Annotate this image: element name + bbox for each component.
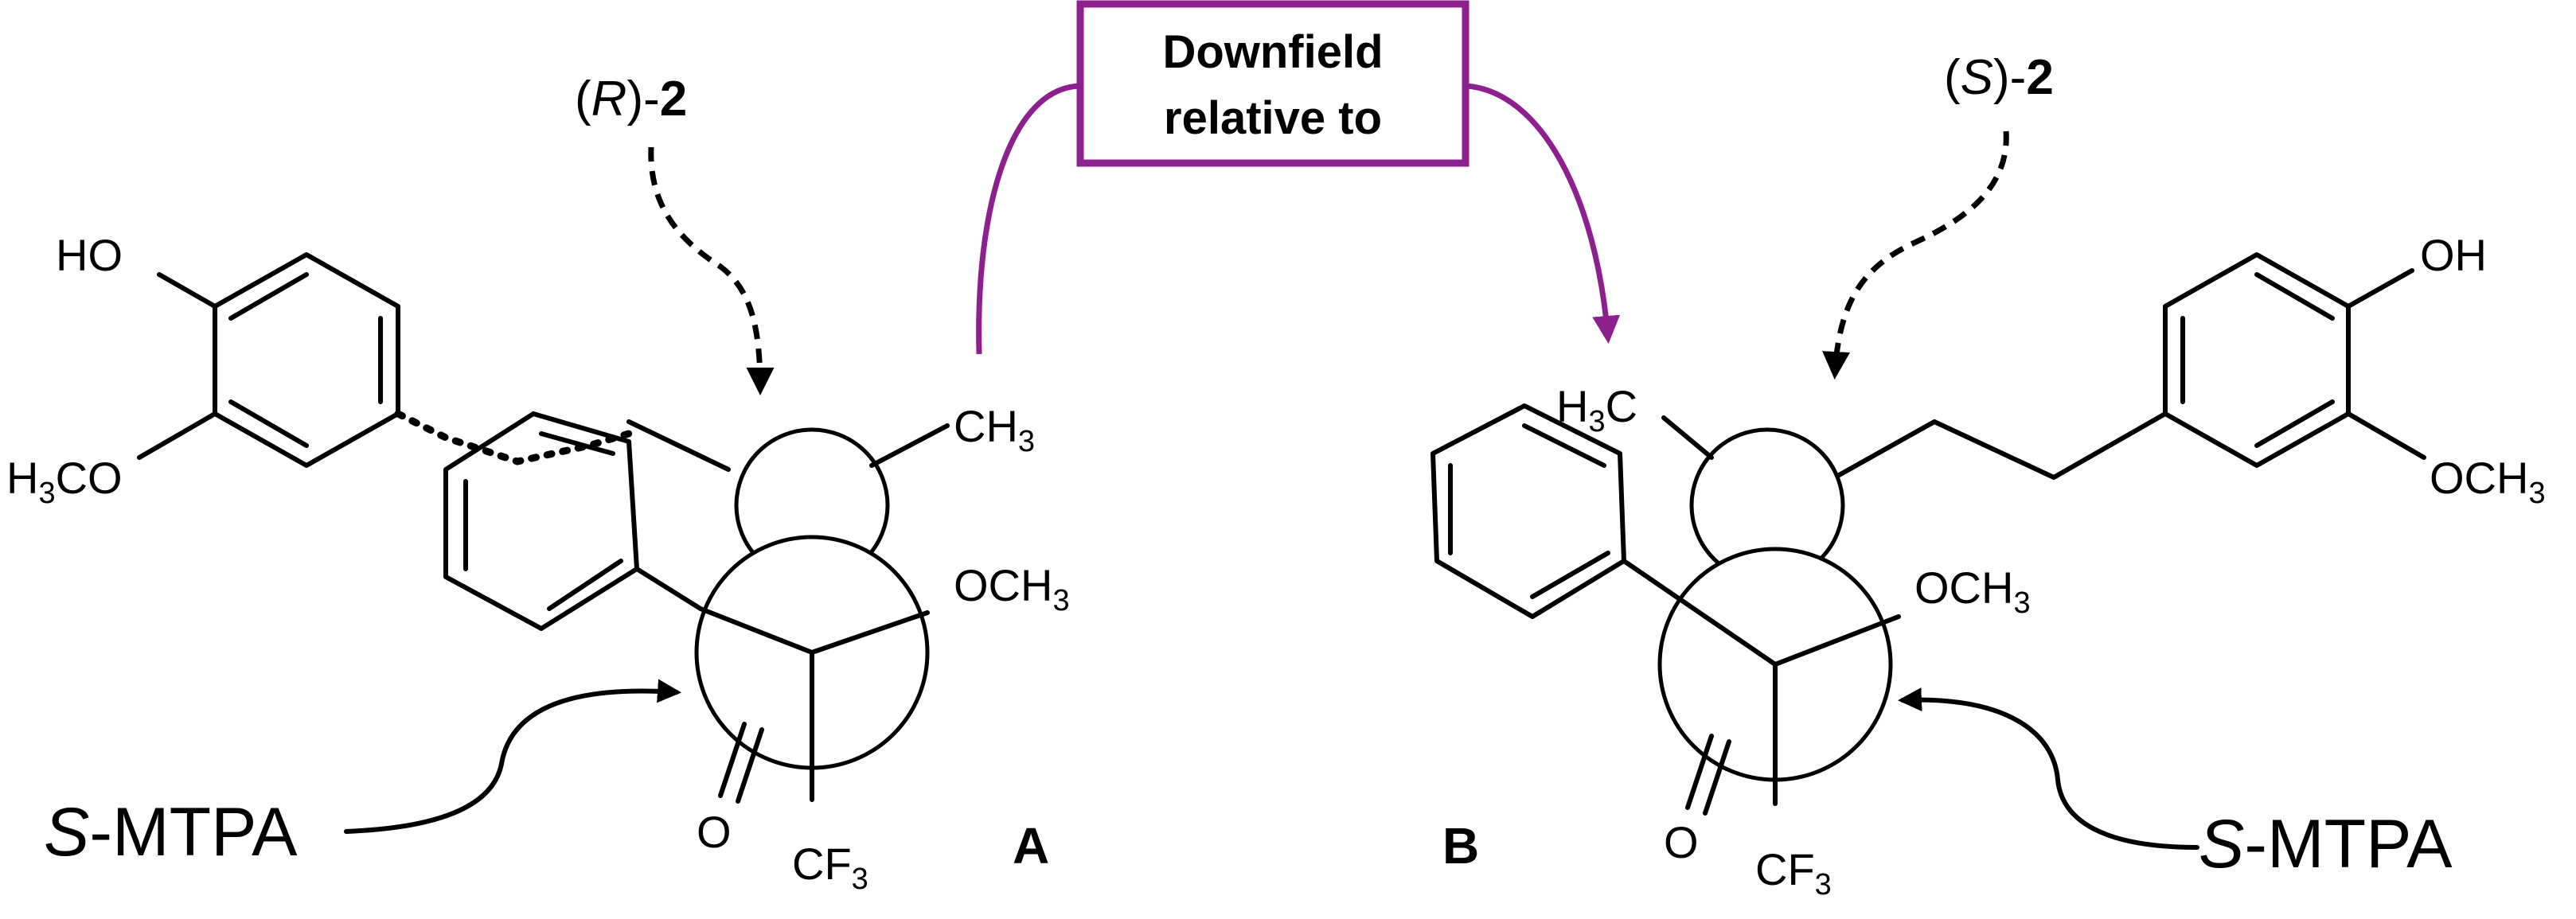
atom-och3-a: OCH3: [954, 560, 1070, 617]
dashed-arrow-s2: [1822, 130, 2009, 380]
label-r-2: (R)-2: [575, 72, 687, 127]
s-mtpa-label-left: S-MTPA: [44, 794, 298, 870]
carbonyl-bond-b2: [1703, 739, 1731, 816]
atom-h3co-left: H3CO: [6, 453, 123, 510]
carbonyl-bond-b1: [1685, 734, 1714, 810]
dotted-chain-left: [394, 410, 633, 465]
downfield-box: [1076, 0, 1469, 167]
atom-cf3-b: CF3: [1755, 844, 1832, 901]
bond-och3-left: [137, 411, 217, 460]
atom-o-a: O: [697, 807, 732, 857]
atom-o-b: O: [1664, 817, 1699, 867]
front-bond-phenyl-a: [698, 606, 814, 655]
downfield-callout: Downfield relative to: [976, 0, 1621, 355]
phenol-ring-left: [213, 252, 400, 468]
phenyl-ring-b-inner: [1448, 423, 1610, 599]
front-bond-och3-b: [1773, 614, 1901, 667]
phenol-ring-right: [2163, 252, 2351, 468]
atom-ho-left: HO: [56, 230, 123, 280]
purple-arc-right-arrow: [1466, 83, 1621, 344]
purple-arc-left: [976, 83, 1081, 355]
label-b: B: [1442, 817, 1479, 874]
carbonyl-bond-a2: [736, 727, 764, 804]
atom-och3-b: OCH3: [1914, 563, 2031, 620]
label-a: A: [1013, 817, 1049, 874]
carbonyl-bond-a1: [718, 722, 747, 798]
bond-och3-right: [2346, 411, 2426, 460]
phenol-ring-right-inner: [2180, 272, 2335, 448]
conformer-b: (S)-2 OH OCH3 H3C OCH3 O CF3 B S-MTPA: [1430, 50, 2546, 901]
atom-oh-right: OH: [2420, 230, 2487, 280]
s-mtpa-arrow-left: [344, 679, 681, 834]
bond-oh-right: [2346, 268, 2414, 309]
atom-och3-right: OCH3: [2430, 453, 2546, 510]
bond-ch3-a: [869, 423, 950, 468]
phenyl-ring-a-inner: [463, 431, 623, 611]
atom-ch3-a: CH3: [954, 401, 1035, 458]
s-mtpa-label-right: S-MTPA: [2199, 806, 2453, 882]
downfield-text-line1: Downfield: [1162, 26, 1383, 78]
bond-h3c-b: [1661, 415, 1714, 460]
phenol-ring-left-inner: [228, 272, 383, 448]
front-bond-phenyl-b: [1622, 559, 1778, 667]
atom-cf3-a: CF3: [792, 839, 868, 896]
conformer-a: (R)-2 HO H3CO CH3 OCH3 O CF3 A S-MTPA: [6, 72, 1070, 896]
front-bond-och3-a: [810, 610, 930, 655]
label-s-2: (S)-2: [1944, 50, 2054, 105]
bond-phenyl-a: [634, 567, 703, 611]
bond-chain-a: [626, 419, 731, 472]
s-mtpa-arrow-right: [1898, 687, 2199, 850]
dashed-arrow-r2: [648, 146, 775, 395]
bond-ho: [157, 272, 217, 309]
downfield-text-line2: relative to: [1164, 92, 1382, 144]
chain-right: [1832, 411, 2168, 480]
